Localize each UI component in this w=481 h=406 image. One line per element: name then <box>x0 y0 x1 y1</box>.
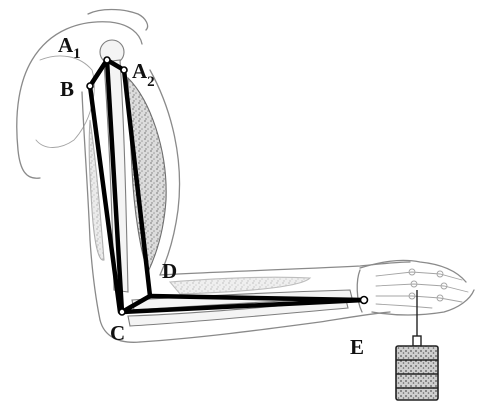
joint-e <box>361 297 368 304</box>
hand-bones <box>357 260 474 315</box>
forearm-top-contour <box>160 262 410 275</box>
label-c: C <box>110 321 125 345</box>
joint-b <box>87 83 93 89</box>
weight-block <box>396 346 438 400</box>
hanging-weight <box>396 290 438 400</box>
joint-a1 <box>104 57 110 63</box>
label-b: B <box>60 77 74 101</box>
scapula <box>36 56 94 148</box>
label-e: E <box>350 335 364 359</box>
arm-anatomy-sketch <box>17 10 474 343</box>
weight-hook <box>413 336 421 346</box>
joint-a2 <box>121 67 127 73</box>
label-d: D <box>162 259 177 283</box>
forearm-muscle <box>170 277 310 294</box>
joint-c <box>119 309 125 315</box>
label-a1: A1 <box>58 33 81 62</box>
label-a2: A2 <box>132 59 155 90</box>
lever-lines <box>87 57 368 315</box>
biceps-muscle <box>128 78 166 272</box>
clavicle <box>88 10 148 31</box>
